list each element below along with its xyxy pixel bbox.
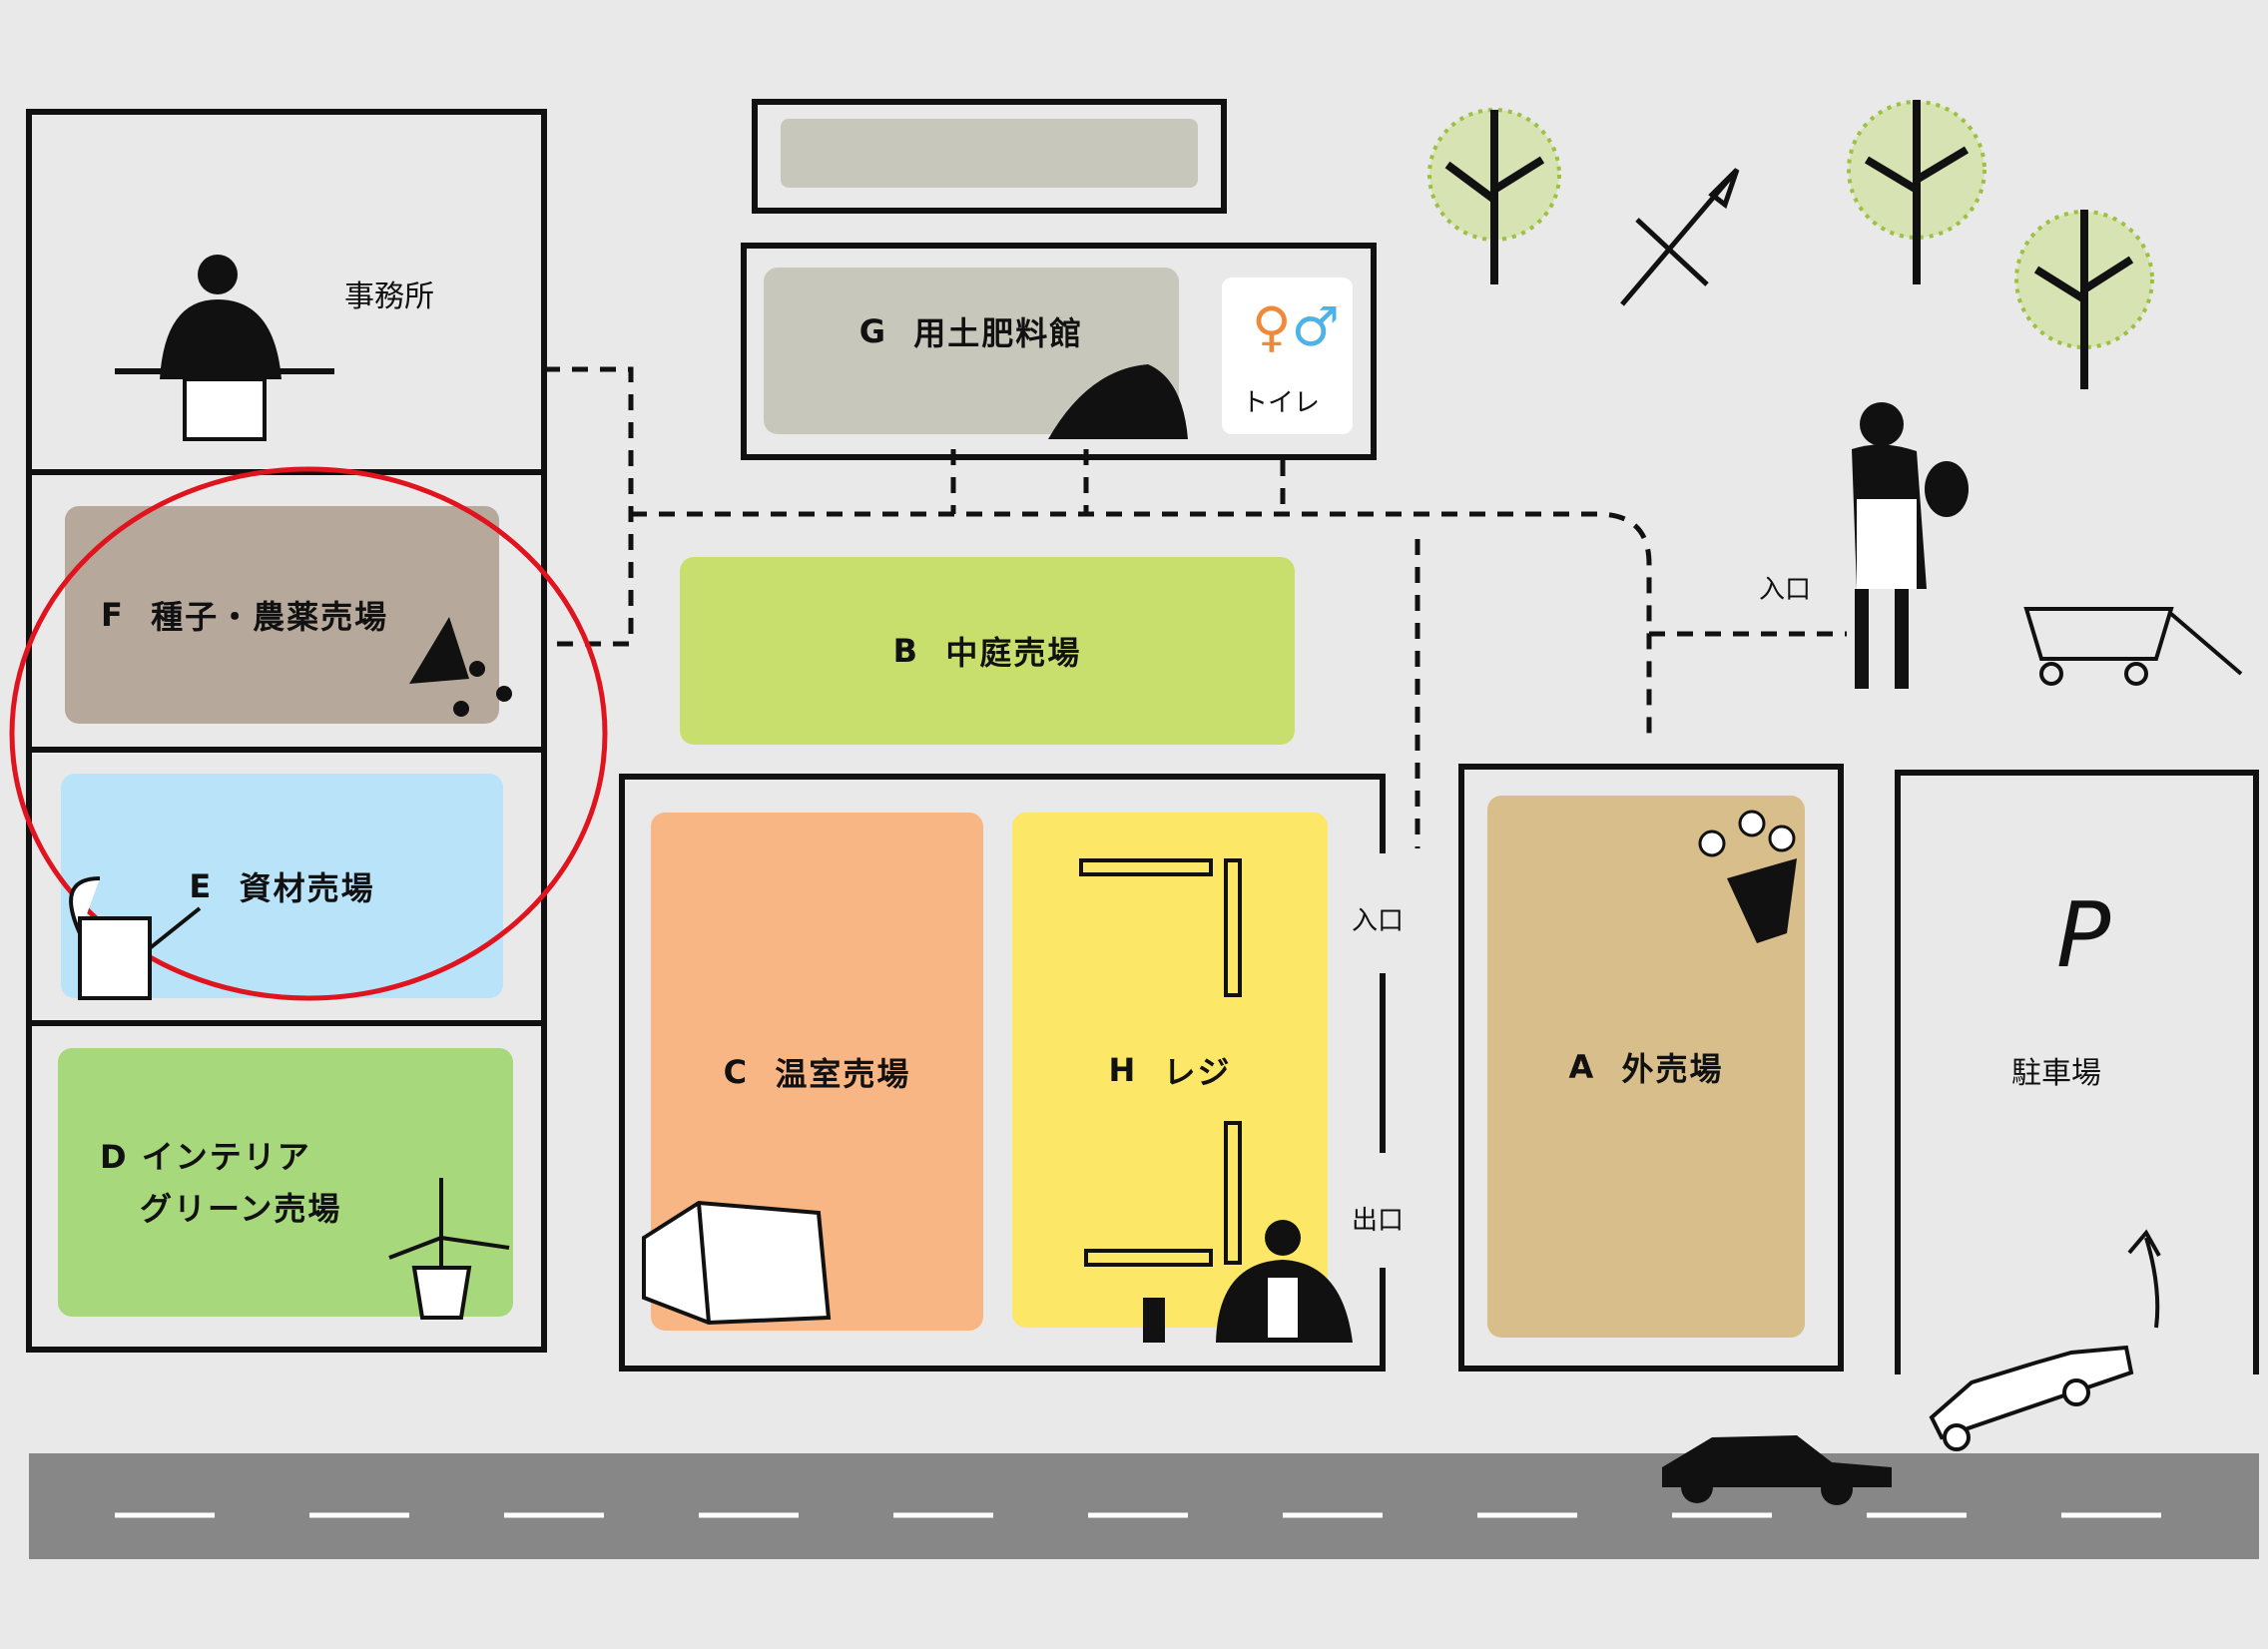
parking-lot[interactable] xyxy=(1895,770,2259,1374)
cashier-icon xyxy=(1143,1220,1353,1343)
car-icon xyxy=(1929,1345,2134,1451)
tree-icon xyxy=(1427,108,1561,284)
west-building-outline xyxy=(26,109,547,1353)
zone-letter: G xyxy=(858,311,887,350)
wall-segment xyxy=(1380,1268,1386,1372)
zone-letter: F xyxy=(101,596,125,634)
zone-letter: B xyxy=(892,632,920,670)
soil-pile-icon xyxy=(1048,364,1188,439)
greenhouse-icon xyxy=(642,1200,832,1326)
highlight-circle xyxy=(9,466,608,1001)
zone-f[interactable]: F 種子・農薬売場 xyxy=(65,506,499,724)
toilet[interactable]: ♀♂ トイレ xyxy=(1222,277,1353,434)
zone-b[interactable]: B 中庭売場 xyxy=(680,557,1295,745)
arrow-up-icon xyxy=(2127,1229,2161,1329)
seed-icon xyxy=(409,617,512,717)
office-label: 事務所 xyxy=(344,279,434,314)
greenhouse-building-outline xyxy=(619,774,1386,1372)
car-icon xyxy=(1662,1435,1892,1505)
zone-letter: E xyxy=(189,866,214,905)
a-building-outline xyxy=(1458,764,1844,1372)
main-entrance-label: 入口 xyxy=(1759,575,1812,605)
zone-letter: A xyxy=(1568,1047,1596,1086)
zone-letter: C xyxy=(723,1052,750,1091)
zone-name: 中庭売場 xyxy=(945,634,1082,672)
watering-can-icon xyxy=(69,876,202,1000)
divider xyxy=(26,1020,547,1026)
shopper-icon xyxy=(1852,402,1969,689)
wall-segment xyxy=(1380,973,1386,1153)
toilet-label: トイレ xyxy=(1242,388,1321,418)
zone-name: 資材売場 xyxy=(239,868,375,907)
zone-name: 温室売場 xyxy=(775,1054,911,1093)
zone-name: 外売場 xyxy=(1621,1049,1724,1088)
zone-name: インテリア xyxy=(141,1137,311,1176)
g-building-outline xyxy=(741,243,1377,460)
zone-name: 用土肥料館 xyxy=(913,313,1084,352)
tree-icon xyxy=(2014,210,2154,389)
zone-letter: H xyxy=(1108,1051,1138,1089)
exit-label: 出口 xyxy=(1352,1206,1405,1236)
walking-path xyxy=(544,366,1847,848)
parking-symbol: P xyxy=(2056,883,2111,988)
parking-label: 駐車場 xyxy=(2011,1056,2101,1091)
zone-name: 種子・農薬売場 xyxy=(151,598,389,636)
compass-north-icon xyxy=(1620,168,1740,306)
entrance-label: 入口 xyxy=(1352,906,1405,936)
tree-icon xyxy=(1847,100,1986,284)
storage-area xyxy=(781,119,1198,188)
office-worker-icon xyxy=(115,255,334,441)
wall-segment xyxy=(1380,774,1386,853)
zone-name: レジ xyxy=(1163,1053,1232,1091)
flower-pot-icon xyxy=(1698,810,1797,943)
divider xyxy=(26,747,547,753)
potted-plant-icon xyxy=(388,1178,510,1320)
storage-outline xyxy=(752,99,1227,214)
toilet-male-female-icon: ♀♂ xyxy=(1252,295,1340,358)
zone-name-line2: グリーン売場 xyxy=(140,1189,342,1228)
register-counter xyxy=(1079,858,1242,1267)
cart-icon xyxy=(2023,607,2243,686)
zone-letter: D xyxy=(100,1137,129,1176)
